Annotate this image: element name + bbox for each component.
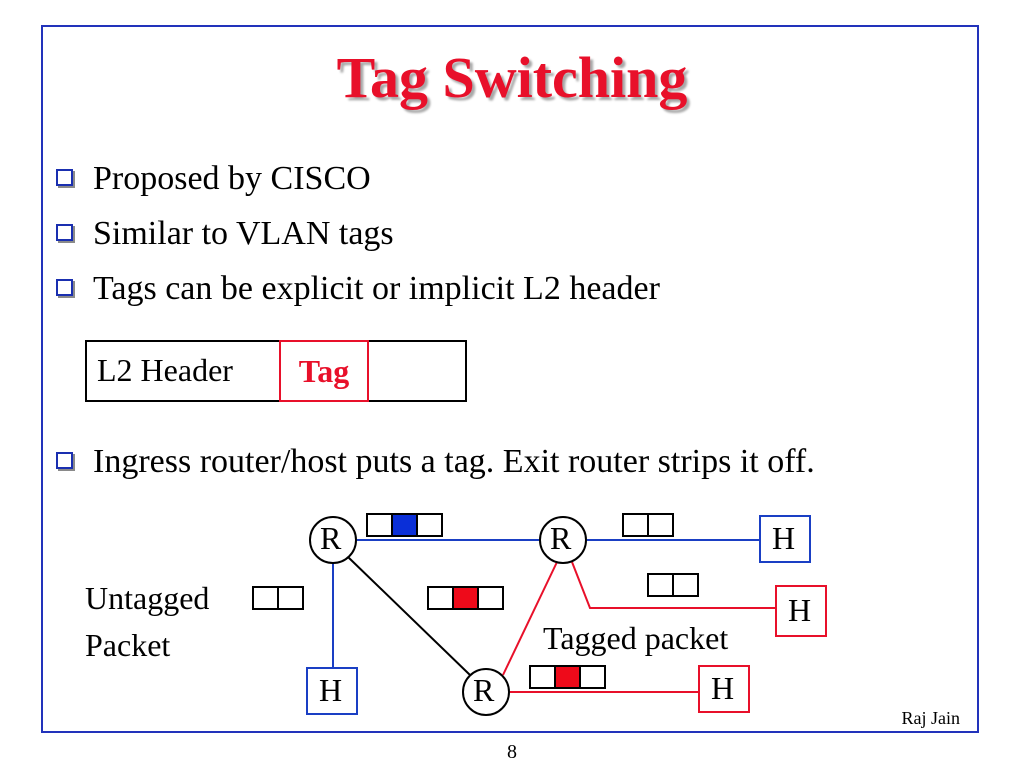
packet-icon-untagged-legend: [252, 586, 304, 610]
slide-title: Tag Switching: [336, 45, 688, 110]
router-label: R: [550, 520, 572, 556]
host-node: [306, 667, 358, 715]
packet-icon-red-tag: [427, 586, 504, 610]
bullet-text: Proposed by CISCO: [93, 160, 371, 197]
host-label: H: [772, 520, 796, 556]
bullet-text: Ingress router/host puts a tag. Exit rou…: [93, 443, 815, 480]
l2-header-label: L2 Header: [97, 352, 233, 388]
bullet-item: Proposed by CISCO: [56, 160, 371, 198]
link-r2-r3: [502, 561, 558, 676]
bullet-text: Tags can be explicit or implicit L2 head…: [93, 270, 660, 307]
tag-field: Tag: [279, 340, 369, 402]
host-label: H: [788, 592, 812, 628]
router-node: [462, 668, 510, 716]
host-label: H: [319, 672, 343, 708]
bullet-item: Tags can be explicit or implicit L2 head…: [56, 270, 660, 308]
host-label: H: [711, 670, 735, 706]
host-node: [698, 665, 750, 713]
bullet-item: Ingress router/host puts a tag. Exit rou…: [56, 443, 815, 481]
bullet-text: Similar to VLAN tags: [93, 215, 394, 252]
l2-header-diagram: L2 Header Tag: [85, 340, 467, 402]
router-node: [539, 516, 587, 564]
packet-icon-untagged: [622, 513, 674, 537]
bullet-box-icon: [56, 452, 73, 469]
page-number: 8: [507, 741, 517, 763]
author-credit: Raj Jain: [901, 708, 961, 728]
router-node: [309, 516, 357, 564]
slide-frame: [41, 25, 979, 733]
host-node: [775, 585, 827, 637]
link-r1-r3: [347, 556, 471, 676]
router-label: R: [473, 672, 495, 708]
bullet-box-icon: [56, 169, 73, 186]
untagged-packet-label-line2: Packet: [85, 627, 171, 663]
host-node: [759, 515, 811, 563]
bullet-box-icon: [56, 279, 73, 296]
bullet-box-icon: [56, 224, 73, 241]
packet-icon-blue-tag: [366, 513, 443, 537]
router-label: R: [320, 520, 342, 556]
bullet-item: Similar to VLAN tags: [56, 215, 394, 253]
packet-icon-untagged: [647, 573, 699, 597]
link-r2-h2: [571, 561, 776, 609]
packet-icon-red-tag: [529, 665, 606, 689]
tagged-packet-label: Tagged packet: [543, 620, 729, 656]
untagged-packet-label: Untagged: [85, 580, 210, 616]
